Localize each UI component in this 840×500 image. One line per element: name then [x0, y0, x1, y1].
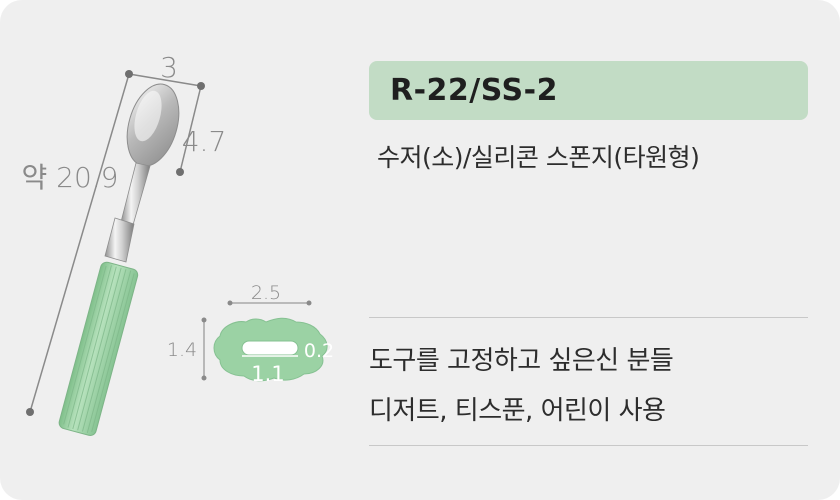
product-code: R-22/SS-2 [390, 73, 558, 108]
spoon-dimension-lines [29, 73, 202, 413]
product-illustration: 3 4.7 약 20.9 2.5 1.4 1.1 0.2 [21, 51, 334, 436]
sponge-height-label: 1.4 [167, 339, 197, 361]
divider-top [369, 317, 808, 318]
divider-bottom [369, 445, 808, 446]
total-length-label: 약 20.9 [21, 161, 118, 194]
product-code-badge: R-22/SS-2 [369, 61, 808, 120]
sponge-diagram [201, 300, 328, 382]
head-length-label: 4.7 [182, 125, 227, 158]
description-line-2: 디저트, 티스푼, 어린이 사용 [369, 396, 666, 426]
sponge-width-label: 2.5 [251, 282, 281, 304]
dimension-dots [26, 70, 205, 416]
spoon-image [58, 83, 180, 436]
slot-width-label: 0.2 [304, 340, 334, 362]
head-width-label: 3 [160, 51, 178, 84]
product-description: 도구를 고정하고 싶은신 분들 디저트, 티스푼, 어린이 사용 [369, 336, 809, 436]
slot-length-label: 1.1 [251, 362, 284, 386]
product-name: 수저(소)/실리콘 스폰지(타원형) [377, 143, 700, 172]
description-line-1: 도구를 고정하고 싶은신 분들 [369, 346, 674, 376]
